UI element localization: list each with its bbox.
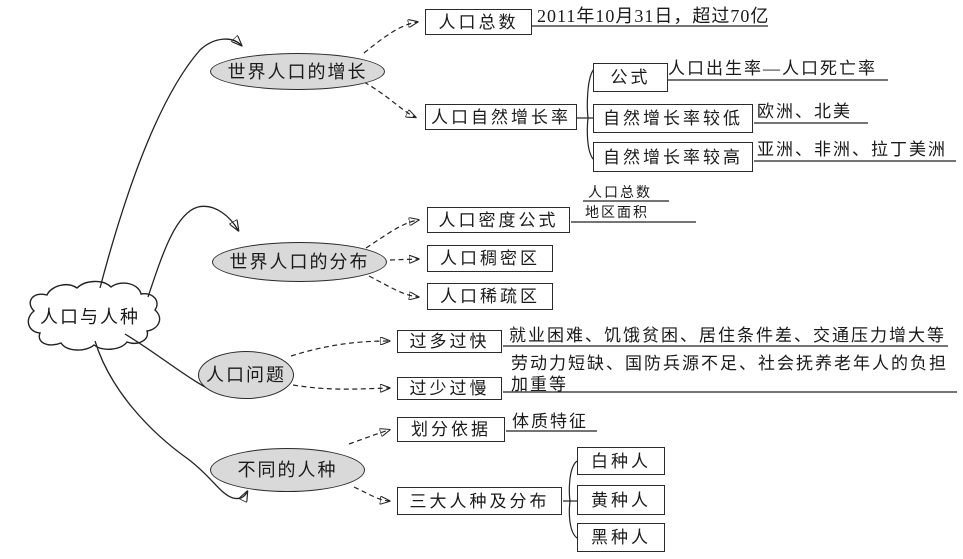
link-root-growth (99, 39, 241, 289)
link-root-distribution (147, 205, 238, 298)
node-box-density-formula: 人口密度公式 (427, 207, 570, 233)
node-box-high-growth: 自然增长率较高 (593, 142, 753, 172)
dash-problem-slow (292, 385, 389, 389)
node-box-formula: 公式 (593, 63, 668, 92)
note-formula: 人口出生率—人口死亡率 (668, 59, 877, 78)
node-box-black-race: 黑种人 (577, 523, 665, 552)
node-box-sparse-area: 人口稀疏区 (427, 283, 553, 310)
brace-three-races (563, 460, 578, 539)
dash-race-basis (348, 430, 389, 445)
node-box-low-growth: 自然增长率较低 (593, 104, 753, 133)
dash-dist-density (365, 220, 418, 249)
node-box-white-race: 白种人 (577, 447, 665, 475)
dash-growth-rate (363, 81, 415, 117)
branch-ellipse-races: 不同的人种 (210, 448, 365, 492)
dash-race-three (353, 486, 389, 501)
note-population-total: 2011年10月31日，超过70亿 (537, 6, 770, 26)
note-too-slow-line1: 劳动力短缺、国防兵源不足、社会抚养老年人的负担 (511, 354, 948, 373)
branch-ellipse-problems: 人口问题 (198, 351, 294, 399)
branch-ellipse-growth: 世界人口的增长 (210, 53, 385, 90)
branch-ellipse-distribution: 世界人口的分布 (212, 242, 387, 282)
dash-problem-fast (290, 341, 389, 357)
node-box-natural-growth-rate: 人口自然增长率 (425, 104, 577, 130)
note-low-growth: 欧洲、北美 (757, 102, 852, 121)
node-box-too-slow: 过少过慢 (397, 377, 502, 400)
root-node-label: 人口与人种 (40, 307, 140, 327)
node-box-too-fast: 过多过快 (397, 330, 502, 353)
dash-growth-total (363, 22, 417, 54)
node-box-three-races: 三大人种及分布 (397, 487, 562, 515)
node-box-dense-area: 人口稠密区 (427, 245, 553, 272)
note-classification-basis: 体质特征 (512, 412, 588, 431)
node-box-classification-basis: 划分依据 (397, 417, 505, 442)
dash-dist-sparse (368, 275, 418, 297)
note-high-growth: 亚洲、非洲、拉丁美洲 (757, 140, 947, 159)
fraction-numerator: 人口总数 (588, 186, 652, 201)
note-too-fast: 就业困难、饥饿贫困、居住条件差、交通压力增大等 (509, 326, 946, 345)
root-cloud-shape (27, 280, 161, 351)
node-box-yellow-race: 黄种人 (577, 485, 665, 515)
link-root-races (94, 340, 247, 499)
node-box-population-total: 人口总数 (425, 9, 532, 35)
note-too-slow-line2: 加重等 (511, 375, 568, 394)
dash-dist-dense (389, 259, 418, 260)
fraction-denominator: 地区面积 (585, 206, 649, 221)
